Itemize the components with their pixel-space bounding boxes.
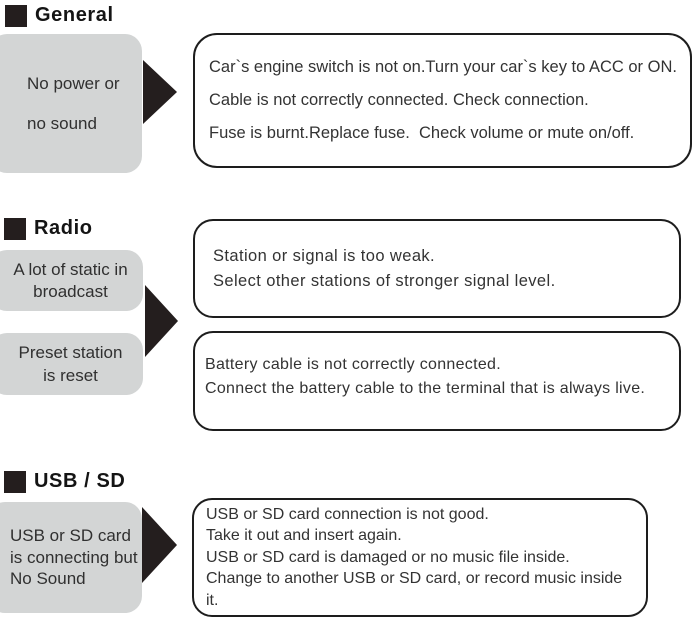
cause-box-no-power: No power or no sound [0, 34, 142, 173]
result-line: Select other stations of stronger signal… [213, 271, 556, 290]
arrow-right-icon [142, 507, 177, 583]
section-header-usb-sd: USB / SD [4, 470, 125, 493]
section-title-radio: Radio [34, 217, 93, 239]
section-header-general: General [5, 4, 114, 27]
arrow-right-icon [145, 285, 178, 357]
section-bullet-square-icon [5, 4, 27, 27]
cause-line: Preset station [18, 343, 123, 362]
result-line: USB or SD card connection is not good. [206, 505, 489, 523]
result-box-general: Car`s engine switch is not on.Turn your … [193, 33, 692, 168]
section-title-usb-sd: USB / SD [34, 470, 126, 492]
cause-line: USB or SD card [10, 526, 131, 546]
section-bullet-square-icon [4, 217, 26, 240]
cause-line: No Sound [10, 569, 86, 589]
result-line: Cable is not correctly connected. Check … [209, 91, 589, 109]
result-line: Battery cable is not correctly connected… [205, 356, 501, 373]
cause-line: no sound [27, 113, 97, 133]
arrow-right-icon [143, 60, 177, 124]
result-line: Fuse is burnt.Replace fuse. Check volume… [209, 124, 635, 142]
result-line: it. [206, 591, 219, 609]
cause-line: A lot of static in [13, 259, 128, 279]
cause-box-preset-reset: Preset station is reset [0, 333, 143, 395]
cause-box-usb-no-sound: USB or SD card is connecting but No Soun… [0, 502, 142, 613]
result-line: Station or signal is too weak. [213, 246, 436, 265]
cause-box-static: A lot of static in broadcast [0, 250, 143, 311]
cause-line: is connecting but [10, 547, 138, 567]
result-box-usb-sd: USB or SD card connection is not good. T… [192, 498, 648, 617]
cause-line: No power or [27, 73, 120, 93]
cause-line: broadcast [33, 281, 108, 301]
result-line: USB or SD card is damaged or no music fi… [206, 548, 570, 566]
result-line: Connect the battery cable to the termina… [205, 379, 646, 397]
result-line: Car`s engine switch is not on.Turn your … [209, 58, 677, 76]
section-header-radio: Radio [4, 217, 93, 240]
section-bullet-square-icon [4, 470, 26, 493]
result-line: Take it out and insert again. [206, 527, 402, 545]
cause-line: is reset [43, 366, 98, 385]
result-box-battery-cable: Battery cable is not correctly connected… [193, 331, 681, 431]
section-title-general: General [35, 4, 114, 26]
result-box-weak-signal: Station or signal is too weak. Select ot… [193, 219, 681, 318]
result-line: Change to another USB or SD card, or rec… [206, 570, 623, 588]
